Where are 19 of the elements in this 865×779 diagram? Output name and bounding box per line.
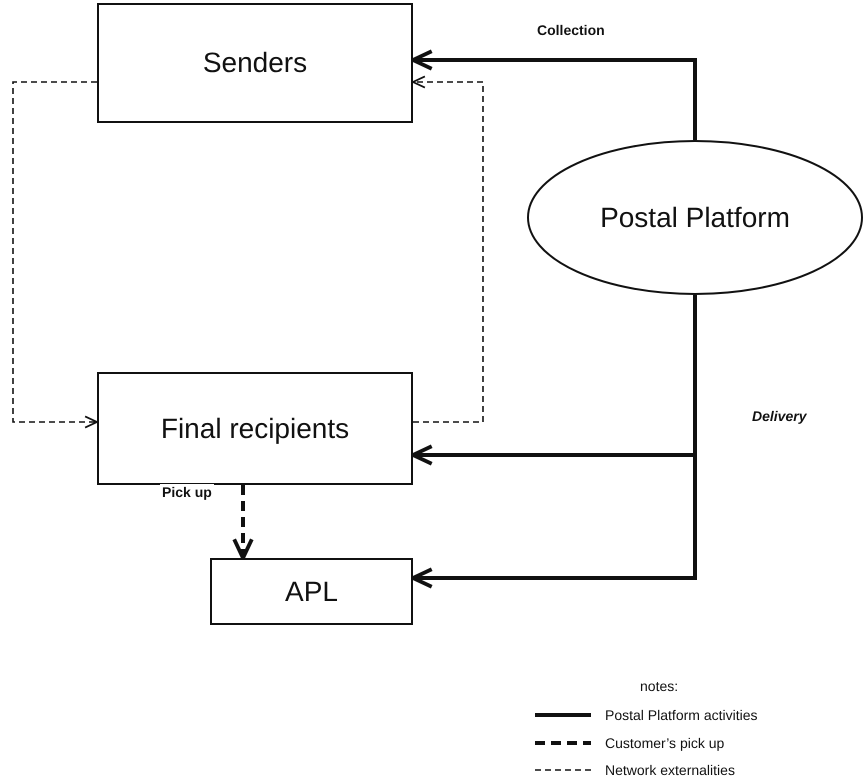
arrow [411,49,697,140]
entity-box [97,372,413,485]
legend-text: Postal Platform activities [605,707,758,723]
arrow [12,81,98,428]
legend-title: notes: [640,678,678,694]
edge-label: Collection [535,22,607,38]
entity-box [97,3,413,123]
entity-box [210,558,413,625]
edge-label: Delivery [750,408,808,424]
legend-text: Network externalities [605,762,735,778]
node-label: Final recipients [160,412,350,444]
arrow [232,485,254,560]
platform-ellipse [527,140,863,295]
node-label: Senders [202,47,308,79]
node-label: Postal Platform [600,202,790,234]
arrow [412,76,484,423]
node-label: APL [285,576,338,608]
edge-label: Pick up [160,484,214,500]
legend-text: Customer’s pick up [605,735,724,751]
